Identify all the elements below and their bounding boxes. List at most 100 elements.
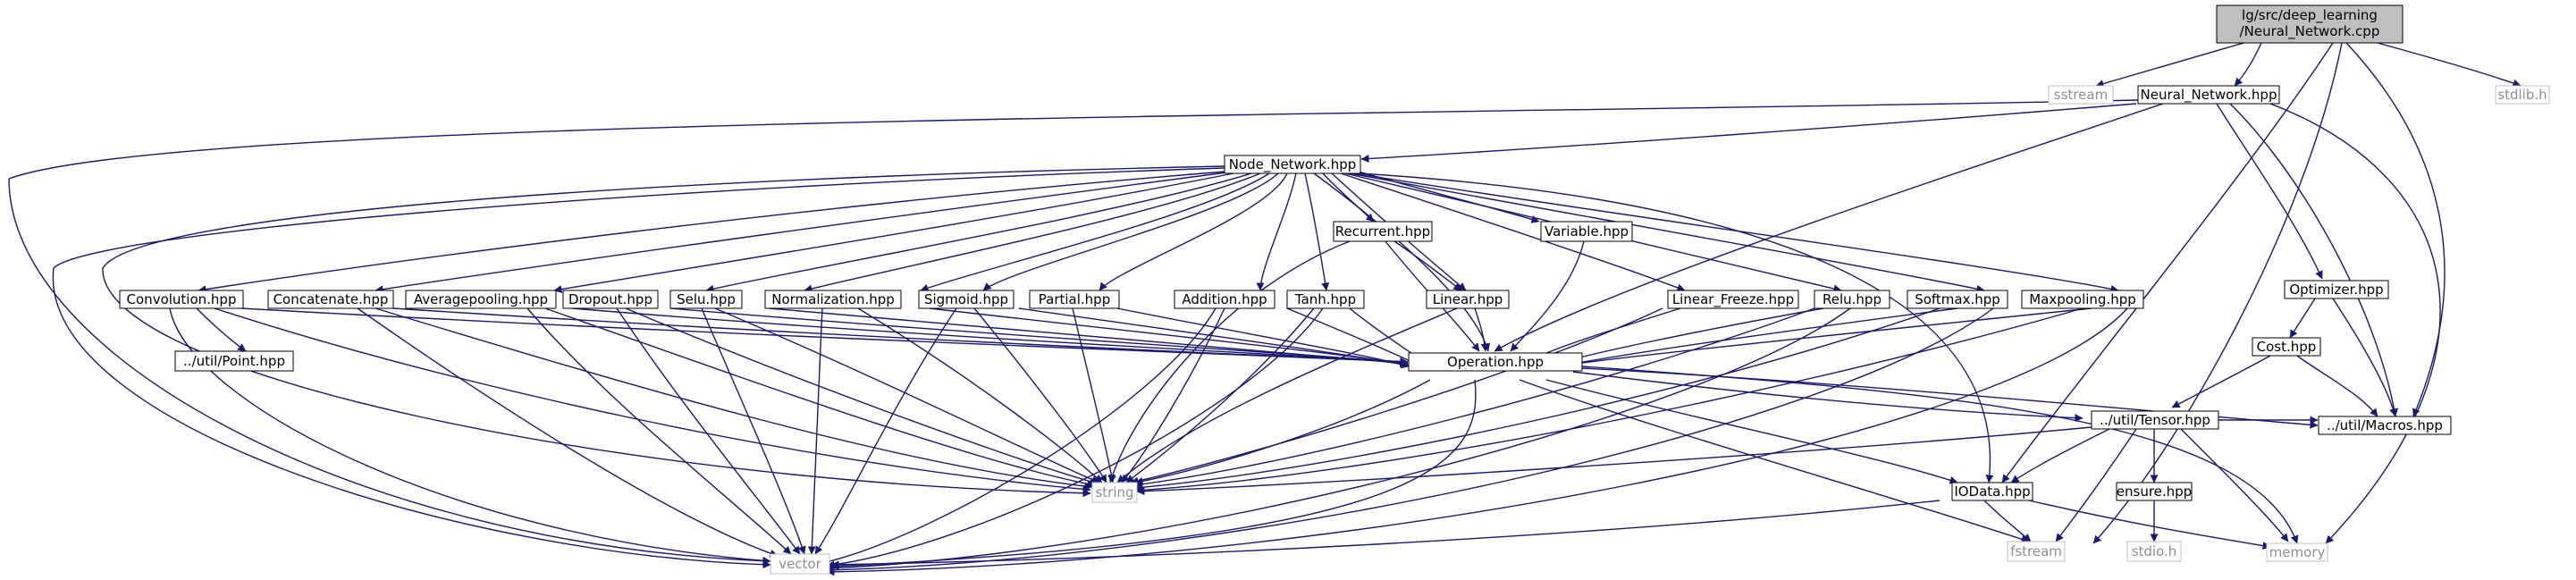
node-util-macros-hpp[interactable]: ../util/Macros.hpp: [2318, 416, 2452, 435]
edge-cost-to-macros: [2296, 355, 2378, 417]
edge-node-network-to-selu: [804, 172, 1261, 293]
edge-node-network-to-tanh: [1304, 172, 1330, 291]
node-selu-hpp[interactable]: Selu.hpp: [669, 290, 743, 309]
edge-root-to-macros: [2345, 42, 2446, 417]
svg-text:Linear.hpp: Linear.hpp: [1433, 291, 1503, 307]
edge-root-to-neural-network: [2234, 42, 2262, 87]
edge-operation-to-tensor: [1572, 371, 2084, 423]
edge-linear-to-operation: [1474, 307, 1489, 352]
edge-selu-to-vector: [701, 307, 806, 555]
edge-recurrent-to-string: [1108, 240, 1351, 483]
svg-text:Relu.hpp: Relu.hpp: [1823, 291, 1881, 307]
edge-neural-network-to-vector: [8, 99, 2139, 566]
edge-maxpooling-to-operation: [1568, 307, 2092, 368]
svg-text:ensure.hpp: ensure.hpp: [2117, 483, 2192, 500]
node-partial-hpp[interactable]: Partial.hpp: [1029, 290, 1120, 309]
node-node-network-hpp[interactable]: Node_Network.hpp: [1224, 155, 1361, 174]
edge-selu-to-string: [714, 307, 1100, 483]
edge-neural-network-to-node-network: [1360, 103, 2137, 164]
edge-concatenate-to-string: [375, 307, 1093, 491]
dependency-edges: [8, 33, 2521, 576]
edge-operation-to-iodata: [1545, 379, 1958, 484]
node-cost-hpp[interactable]: Cost.hpp: [2252, 337, 2321, 357]
edge-maxpooling-to-vector: [826, 307, 2128, 576]
edge-iodata-to-memory: [2028, 500, 2271, 550]
svg-text:Normalization.hpp: Normalization.hpp: [771, 291, 895, 307]
svg-text:Partial.hpp: Partial.hpp: [1039, 291, 1110, 307]
edge-node-network-to-string: [102, 165, 1225, 498]
node-normalization-hpp[interactable]: Normalization.hpp: [764, 290, 902, 309]
edge-partial-to-string: [1072, 307, 1116, 483]
node-memory[interactable]: memory: [2266, 542, 2328, 562]
node-dropout-hpp[interactable]: Dropout.hpp: [562, 290, 659, 309]
node-optimizer-hpp[interactable]: Optimizer.hpp: [2284, 280, 2389, 299]
edge-recurrent-to-linear: [1393, 240, 1462, 291]
svg-text:fstream: fstream: [2010, 543, 2062, 559]
node-util-point-hpp[interactable]: ../util/Point.hpp: [174, 350, 294, 372]
edge-node-network-to-iodata: [1358, 172, 1994, 483]
node-recurrent-hpp[interactable]: Recurrent.hpp: [1333, 221, 1433, 242]
node-operation-hpp[interactable]: Operation.hpp: [1408, 352, 1583, 372]
edge-convolution-to-vector: [169, 307, 771, 565]
edge-averagepooling-to-operation: [571, 307, 1409, 366]
node-relu-hpp[interactable]: Relu.hpp: [1814, 290, 1890, 309]
root-label-line2: /Neural_Network.cpp: [2240, 23, 2380, 40]
edge-normalization-to-string: [857, 307, 1103, 483]
edge-tensor-to-fstream: [2055, 428, 2137, 542]
node-addition-hpp[interactable]: Addition.hpp: [1174, 290, 1275, 309]
edge-tensor-to-string: [1136, 426, 2092, 496]
svg-text:string: string: [1095, 484, 1133, 500]
svg-text:Tanh.hpp: Tanh.hpp: [1294, 291, 1356, 307]
edge-optimizer-to-cost: [2289, 298, 2316, 339]
edge-node-network-to-averagepooling: [553, 171, 1243, 294]
node-ensure-hpp[interactable]: ensure.hpp: [2116, 482, 2193, 501]
edge-optimizer-to-macros: [2332, 298, 2398, 417]
node-stdlib-h[interactable]: stdlib.h: [2495, 85, 2550, 105]
edge-operation-to-vector: [830, 379, 1477, 571]
node-util-tensor-hpp[interactable]: ../util/Tensor.hpp: [2091, 410, 2219, 430]
node-stdio-h[interactable]: stdio.h: [2126, 541, 2182, 562]
node-linear-hpp[interactable]: Linear.hpp: [1426, 290, 1510, 309]
node-vector[interactable]: vector: [770, 553, 830, 575]
node-sigmoid-hpp[interactable]: Sigmoid.hpp: [918, 290, 1014, 309]
node-concatenate-hpp[interactable]: Concatenate.hpp: [267, 290, 394, 309]
node-iodata-hpp[interactable]: IOData.hpp: [1951, 482, 2033, 501]
edge-variable-to-operation: [1510, 240, 1585, 352]
node-tanh-hpp[interactable]: Tanh.hpp: [1286, 290, 1365, 309]
edge-selu-to-operation: [768, 307, 1409, 367]
node-convolution-hpp[interactable]: Convolution.hpp: [119, 290, 244, 309]
node-averagepooling-hpp[interactable]: Averagepooling.hpp: [405, 290, 557, 309]
node-string[interactable]: string: [1091, 482, 1138, 503]
edge-sigmoid-to-operation: [1018, 307, 1410, 368]
edge-node-network-to-recurrent: [1322, 172, 1375, 223]
svg-text:../util/Macros.hpp: ../util/Macros.hpp: [2327, 417, 2443, 433]
node-maxpooling-hpp[interactable]: Maxpooling.hpp: [2021, 290, 2144, 309]
edge-neural-network-to-operation: [1494, 103, 2164, 352]
edge-linear-freeze-to-string: [1130, 307, 1663, 485]
edge-maxpooling-to-string: [1134, 307, 2084, 494]
node-fstream[interactable]: fstream: [2007, 541, 2066, 562]
edge-relu-to-vector: [826, 307, 1851, 573]
node-softmax-hpp[interactable]: Softmax.hpp: [1907, 290, 2008, 309]
edge-convolution-to-string: [214, 307, 1091, 493]
node-root-file[interactable]: lg/src/deep_learning /Neural_Network.cpp: [2216, 4, 2403, 44]
svg-text:IOData.hpp: IOData.hpp: [1954, 483, 2030, 500]
svg-text:../util/Point.hpp: ../util/Point.hpp: [183, 353, 285, 369]
node-neural-network-hpp[interactable]: Neural_Network.hpp: [2137, 85, 2280, 105]
edge-averagepooling-to-vector: [526, 307, 792, 555]
edge-neural-network-to-optimizer: [2216, 103, 2323, 280]
node-linear-freeze-hpp[interactable]: Linear_Freeze.hpp: [1667, 290, 1799, 309]
edge-softmax-to-operation: [1559, 307, 1958, 369]
edge-node-network-to-normalization: [920, 172, 1270, 292]
svg-text:Optimizer.hpp: Optimizer.hpp: [2289, 282, 2383, 298]
edge-sigmoid-to-string: [973, 307, 1107, 483]
edge-dropout-to-string: [625, 307, 1099, 486]
edge-tensor-to-memory: [2180, 428, 2289, 542]
edge-node-network-to-softmax: [1349, 172, 1985, 293]
svg-text:Operation.hpp: Operation.hpp: [1447, 354, 1544, 370]
svg-text:Convolution.hpp: Convolution.hpp: [127, 291, 237, 307]
svg-text:stdio.h: stdio.h: [2132, 543, 2177, 559]
node-variable-hpp[interactable]: Variable.hpp: [1540, 221, 1633, 242]
svg-text:Addition.hpp: Addition.hpp: [1182, 291, 1267, 307]
node-sstream[interactable]: sstream: [2048, 85, 2114, 105]
